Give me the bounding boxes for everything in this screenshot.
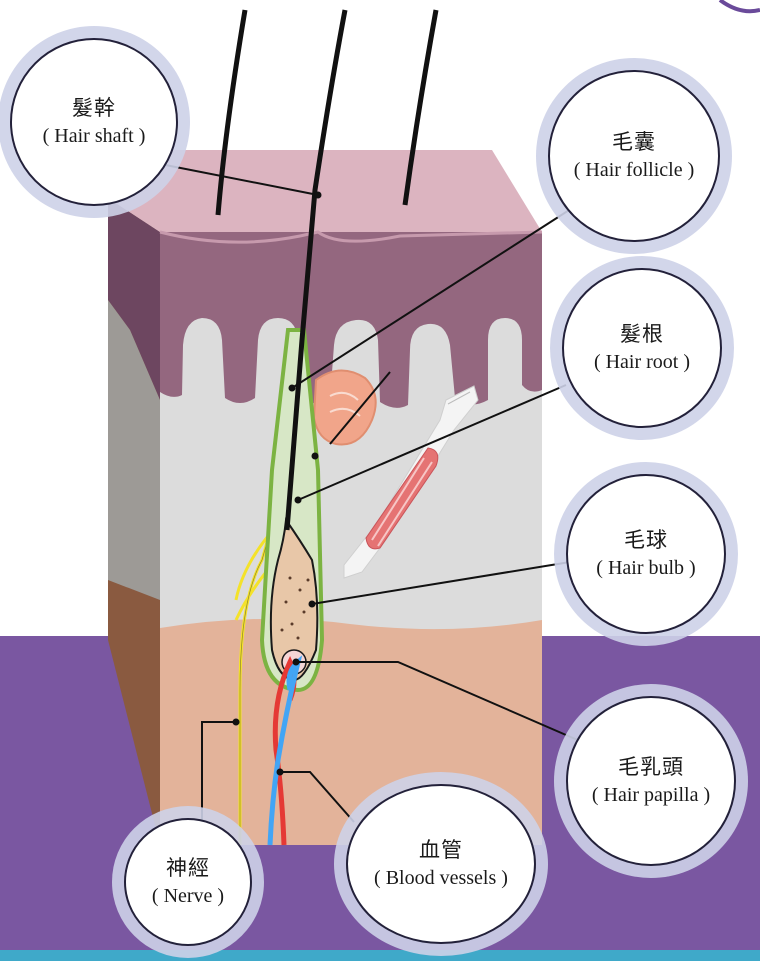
leader-hair-papilla xyxy=(296,661,597,749)
skin-surface-fold xyxy=(159,230,543,244)
hair-follicle-zh-label: 毛囊 xyxy=(612,130,656,154)
skin-top-surface xyxy=(108,150,542,232)
arrector-pili-muscle xyxy=(365,447,439,550)
bulb-dots xyxy=(280,576,310,640)
blood-vessels-zh-label: 血管 xyxy=(419,838,463,862)
vein xyxy=(267,655,303,846)
epidermis-side-face xyxy=(108,198,160,400)
callout-nerve: 神經 ( Nerve ) xyxy=(124,818,252,946)
hair-shaft-left xyxy=(215,9,248,216)
hair-shaft-main xyxy=(284,9,348,531)
bottom-strip xyxy=(0,950,760,961)
blood-vessels-en-label: ( Blood vessels ) xyxy=(374,867,508,889)
hair-follicle-en-label: ( Hair follicle ) xyxy=(573,159,695,181)
tendon-fiber xyxy=(447,391,471,405)
sebaceous-gland-detail xyxy=(329,391,361,417)
leader-dots xyxy=(232,191,322,776)
callout-hair-root: 髮根 ( Hair root ) xyxy=(562,268,722,428)
epidermis-layer xyxy=(160,232,542,408)
sebaceous-gland xyxy=(312,369,377,446)
hair-bulb-zh-label: 毛球 xyxy=(624,528,668,552)
callout-hair-bulb: 毛球 ( Hair bulb ) xyxy=(566,474,726,634)
callout-hair-follicle: 毛囊 ( Hair follicle ) xyxy=(548,70,720,242)
muscle-fibers xyxy=(371,457,433,547)
hair-bulb-en-label: ( Hair bulb ) xyxy=(596,557,696,579)
dermis-side-face xyxy=(108,300,160,600)
leader-hair-root xyxy=(297,384,567,501)
leader-nerve xyxy=(201,721,236,830)
leader-hair-follicle-a xyxy=(291,204,578,389)
leader-lines xyxy=(139,159,597,830)
hair-root-zh-label: 髮根 xyxy=(620,322,664,346)
hair-root-en-label: ( Hair root ) xyxy=(593,351,691,373)
nerve-zh-label: 神經 xyxy=(166,856,210,880)
leader-blood-vessels xyxy=(280,771,355,823)
corner-accent xyxy=(718,0,760,14)
callout-blood-vessels: 血管 ( Blood vessels ) xyxy=(346,784,536,944)
nerve-en-label: ( Nerve ) xyxy=(151,885,225,907)
hair-papilla-en-label: ( Hair papilla ) xyxy=(591,784,711,806)
hair-shaft-right xyxy=(402,9,439,206)
callout-hair-papilla: 毛乳頭 ( Hair papilla ) xyxy=(566,696,736,866)
hair-papilla-zh-label: 毛乳頭 xyxy=(618,755,684,779)
leader-hair-shaft xyxy=(139,159,319,196)
leader-hair-bulb xyxy=(311,561,571,605)
hair-shaft-zh-label: 髮幹 xyxy=(72,96,116,120)
leader-hair-follicle-b xyxy=(329,371,391,445)
callout-hair-shaft: 髮幹 ( Hair shaft ) xyxy=(10,38,178,206)
hair-shaft-en-label: ( Hair shaft ) xyxy=(42,125,146,147)
